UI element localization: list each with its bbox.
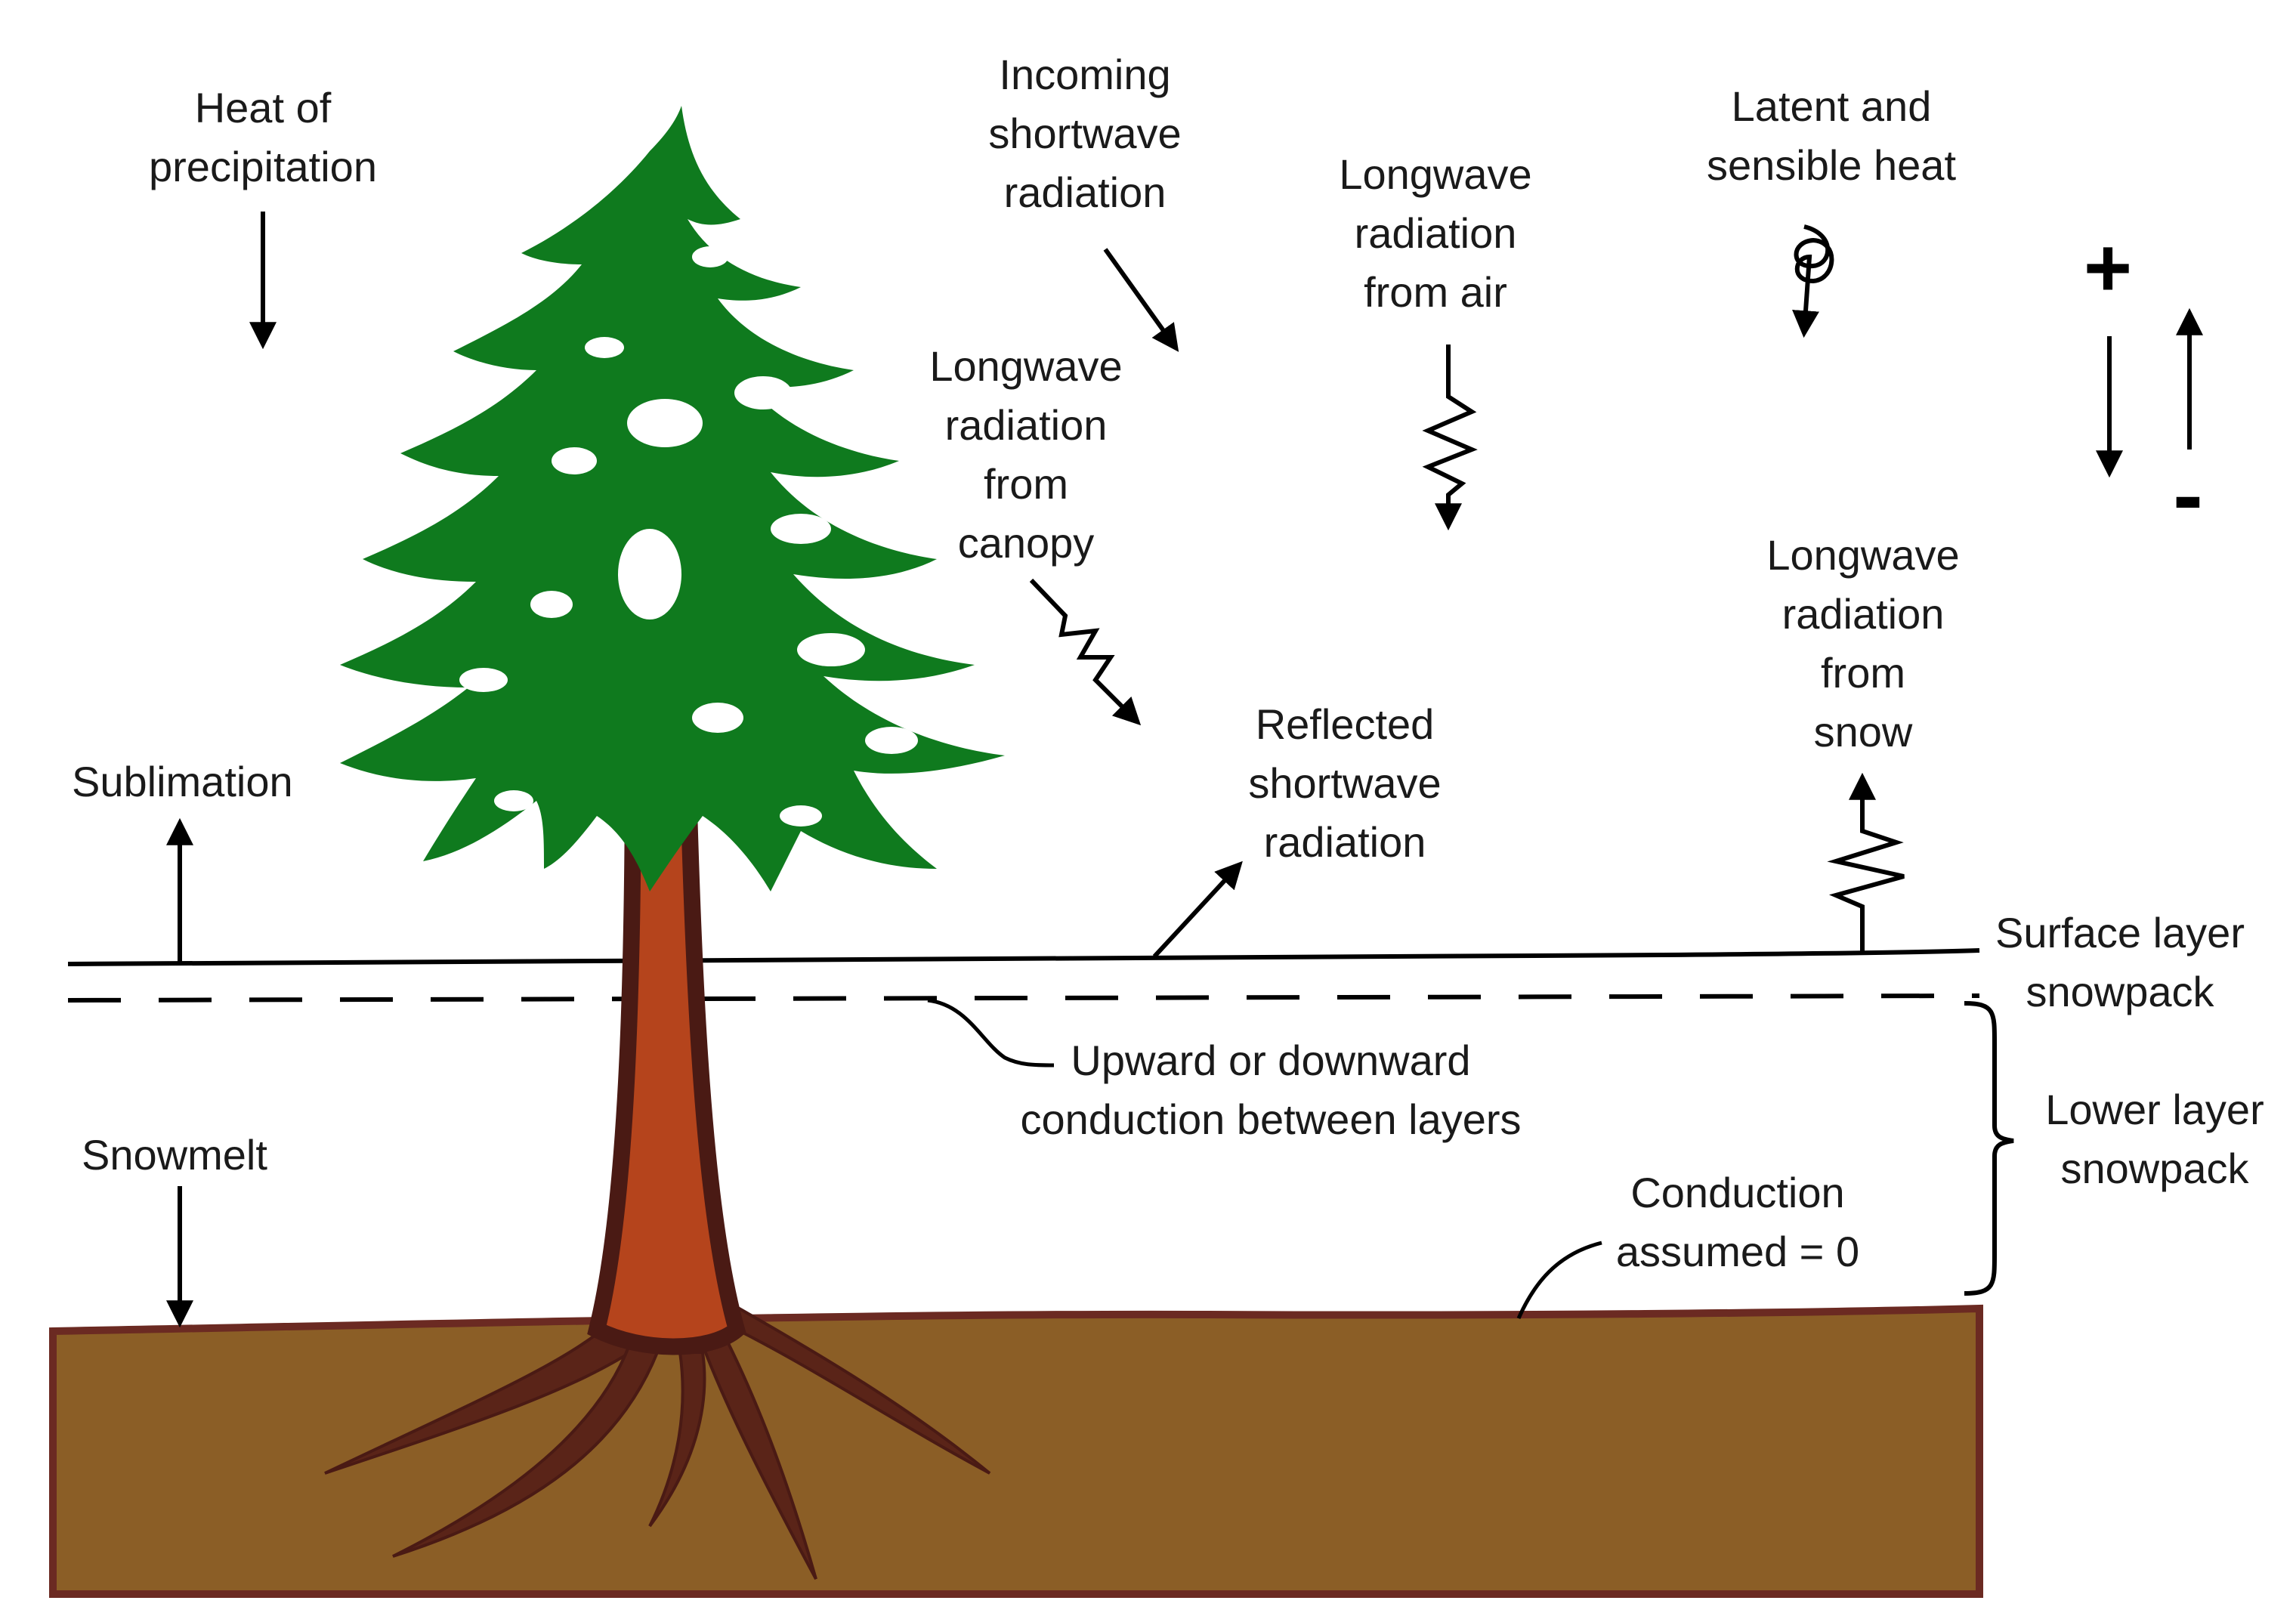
longwave-from-air-arrow (1422, 345, 1478, 531)
lower-layer-bracket (1964, 1001, 2014, 1296)
longwave-from-air-label: Longwave radiation from air (1339, 150, 1532, 316)
snow-surface-line (67, 948, 1980, 966)
sublimation-label: Sublimation (72, 758, 293, 805)
conduction-assumed-label: Conduction assumed = 0 (1615, 1169, 1860, 1275)
lower-layer-snowpack-label: Lower layer snowpack (2045, 1086, 2264, 1192)
conduction-between-layers-label: Upward or downward conduction between la… (1020, 1037, 1522, 1143)
negative-sign: - (2173, 444, 2203, 545)
heat-of-precipitation-label: Heat of precipitation (149, 84, 377, 190)
incoming-shortwave-label: Incoming shortwave radiation (988, 51, 1182, 216)
surface-layer-snowpack-label: Surface layer snowpack (1995, 909, 2245, 1015)
latent-sensible-heat-arrow (1792, 224, 1834, 338)
ground (49, 1304, 1983, 1598)
reflected-shortwave-label: Reflected shortwave radiation (1248, 700, 1442, 866)
longwave-from-canopy-arrow (1029, 578, 1142, 726)
longwave-from-canopy-label: Longwave radiation from canopy (929, 342, 1123, 567)
conduction-assumed-leader (1516, 1241, 1602, 1320)
snowmelt-label: Snowmelt (82, 1131, 267, 1179)
tree-canopy (340, 106, 1005, 891)
layer-boundary-dashed-line (67, 993, 1980, 1003)
reflected-shortwave-arrow (1152, 861, 1243, 959)
longwave-from-snow-arrow (1827, 772, 1905, 953)
longwave-from-snow-label: Longwave radiation from snow (1766, 531, 1960, 755)
latent-sensible-heat-label: Latent and sensible heat (1706, 82, 1957, 189)
conduction-between-layers-leader (927, 998, 1055, 1068)
tree-trunk (587, 747, 746, 1355)
incoming-shortwave-arrow (1103, 248, 1179, 352)
positive-sign: + (2083, 221, 2133, 314)
